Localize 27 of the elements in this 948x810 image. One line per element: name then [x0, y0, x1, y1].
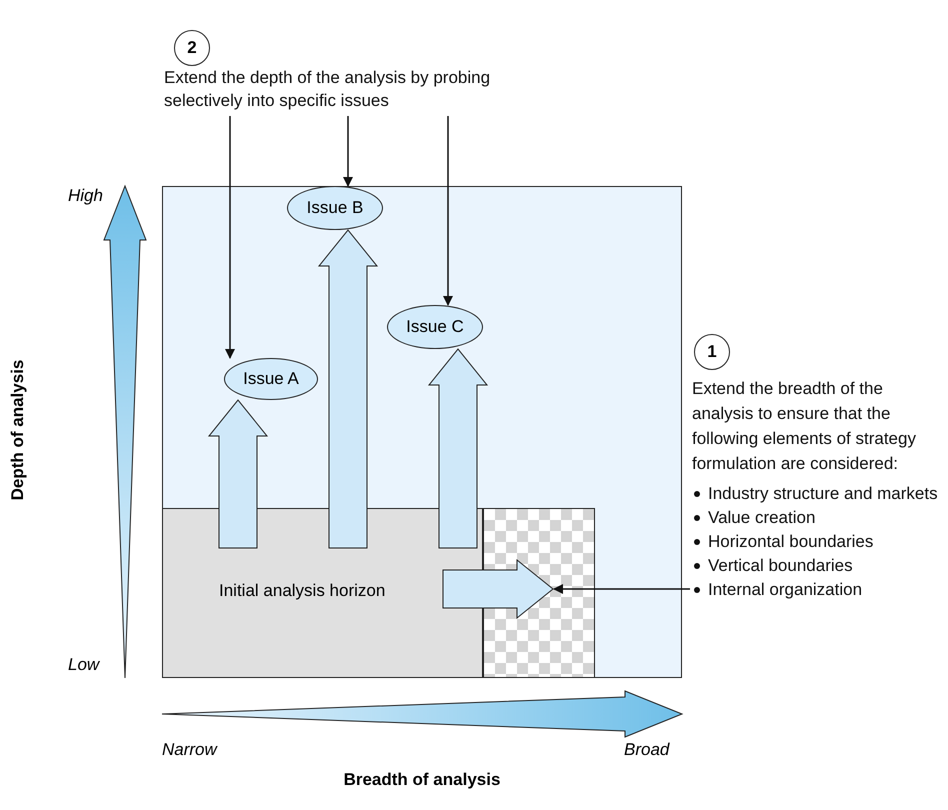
axis-title: Depth of analysis [8, 358, 28, 502]
arrow [443, 116, 453, 306]
issue-label: Issue B [306, 198, 364, 218]
issue-label: Issue C [406, 317, 464, 337]
annotation-text: Extend the depth of the analysis by probing selectively into specific issues [164, 67, 492, 112]
list-item: Internal organization [708, 580, 862, 599]
list-item: Industry structure and markets [708, 484, 938, 503]
block-arrow [208, 399, 268, 548]
annotation-text: Extend the breadth of the analysis to ensure that the following elements of strategy formulation are considered: [692, 378, 917, 475]
step-number: 2 [174, 30, 210, 66]
axis-label: High [68, 186, 103, 206]
axis-label: Broad [624, 740, 670, 760]
issue-label: Issue A [243, 369, 299, 389]
arrow [343, 116, 353, 187]
arrow [553, 584, 690, 594]
list-item: Value creation [708, 508, 816, 527]
block-arrow [442, 558, 554, 620]
list-item: Vertical boundaries [708, 556, 853, 575]
axis-title: Breadth of analysis [342, 770, 502, 790]
area-label: Initial analysis horizon [219, 581, 386, 601]
step-number: 1 [694, 334, 730, 370]
list-item: Horizontal boundaries [708, 532, 874, 551]
block-arrow [318, 229, 378, 548]
arrow [225, 116, 235, 359]
block-arrow [428, 348, 488, 548]
axis-label: Low [68, 655, 100, 675]
axis-label: Narrow [162, 740, 217, 760]
